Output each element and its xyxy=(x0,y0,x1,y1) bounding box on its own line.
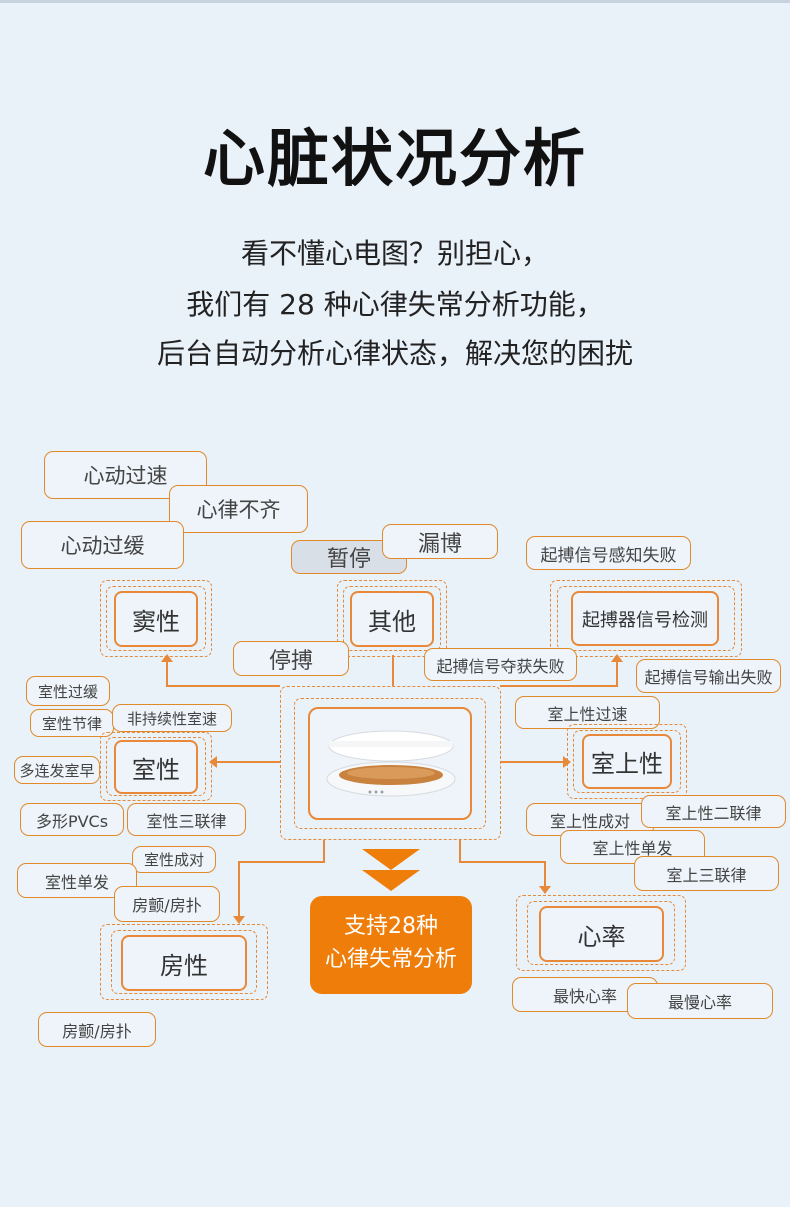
label-arrhythmia: 心律不齐 xyxy=(169,485,308,533)
label-missed-beat: 漏博 xyxy=(382,524,498,559)
label-cardiac-arrest: 停搏 xyxy=(233,641,349,676)
node-atrial: 房性 xyxy=(121,935,247,991)
ecg-device-image xyxy=(326,730,456,797)
label-pace-sense-fail: 起搏信号感知失败 xyxy=(526,536,691,570)
badge-line-2: 心律失常分析 xyxy=(324,947,457,972)
arrhythmia-count-badge: 支持28种 心律失常分析 xyxy=(310,896,472,994)
hub-frame-outer xyxy=(280,686,501,840)
label-sv-couplet: 室上性成对 xyxy=(526,803,654,836)
label-v-brady: 室性过缓 xyxy=(26,676,110,706)
sinus-frame-outer xyxy=(100,580,212,657)
other-frame-outer xyxy=(337,580,447,657)
node-other: 其他 xyxy=(350,591,434,647)
label-v-single: 室性单发 xyxy=(17,863,137,898)
node-ventricular: 室性 xyxy=(114,740,198,794)
label-v-couplet: 室性成对 xyxy=(132,846,216,873)
top-divider xyxy=(0,0,790,3)
label-sv-tachy: 室上性过速 xyxy=(515,696,660,729)
label-sv-bigeminy: 室上性二联律 xyxy=(641,795,786,828)
label-pace-capture-fail: 起搏信号夺获失败 xyxy=(424,648,577,681)
subtitle-line-2: 我们有 28 种心律失常分析功能， xyxy=(186,288,604,321)
line-to-sinus xyxy=(166,660,280,687)
label-pace-output-fail: 起搏信号输出失败 xyxy=(636,659,781,693)
label-v-trigeminy: 室性三联律 xyxy=(127,803,246,836)
badge-line-1: 支持28种 xyxy=(344,914,438,939)
label-bradycardia: 心动过缓 xyxy=(21,521,184,569)
atrial-frame-inner xyxy=(111,930,257,994)
ventricular-frame-inner xyxy=(106,737,206,796)
ventricular-frame-outer xyxy=(100,732,212,801)
line-to-pacer xyxy=(500,660,618,687)
subtitle-line-3: 后台自动分析心律状态，解决您的困扰 xyxy=(156,337,633,370)
sv-frame-outer xyxy=(567,724,687,799)
line-to-heart-rate xyxy=(459,840,546,888)
pacer-frame-inner xyxy=(557,586,735,651)
node-heart-rate: 心率 xyxy=(539,906,664,962)
node-pacer-detection: 起搏器信号检测 xyxy=(571,591,719,646)
node-supraventricular: 室上性 xyxy=(582,734,672,789)
label-af-flutter-2: 房颤/房扑 xyxy=(38,1012,156,1047)
node-sinus: 窦性 xyxy=(114,591,198,647)
hub-frame-inner xyxy=(294,698,486,829)
atrial-frame-outer xyxy=(100,924,268,1000)
label-v-rhythm: 室性节律 xyxy=(30,709,114,737)
device-panel xyxy=(308,707,472,820)
down-chevron-icon xyxy=(362,849,420,891)
label-af-flutter-1: 房颤/房扑 xyxy=(114,886,220,922)
sv-frame-inner xyxy=(573,730,681,793)
label-nonsustained-vt: 非持续性室速 xyxy=(112,704,232,732)
line-to-atrial xyxy=(238,840,325,918)
label-min-heart-rate: 最慢心率 xyxy=(627,983,773,1019)
label-multi-pvc: 多连发室早 xyxy=(14,756,100,784)
heart-rate-frame-inner xyxy=(527,901,675,965)
sinus-frame-inner xyxy=(106,586,206,651)
pacer-frame-outer xyxy=(550,580,742,657)
subtitle-line-1: 看不懂心电图？别担心， xyxy=(240,237,549,270)
label-polymorphic-pvc: 多形PVCs xyxy=(20,803,124,836)
other-frame-inner xyxy=(343,586,441,651)
heart-rate-frame-outer xyxy=(516,895,686,971)
label-sv-trigeminy: 室上三联律 xyxy=(634,856,779,891)
page-title: 心脏状况分析 xyxy=(202,122,587,195)
